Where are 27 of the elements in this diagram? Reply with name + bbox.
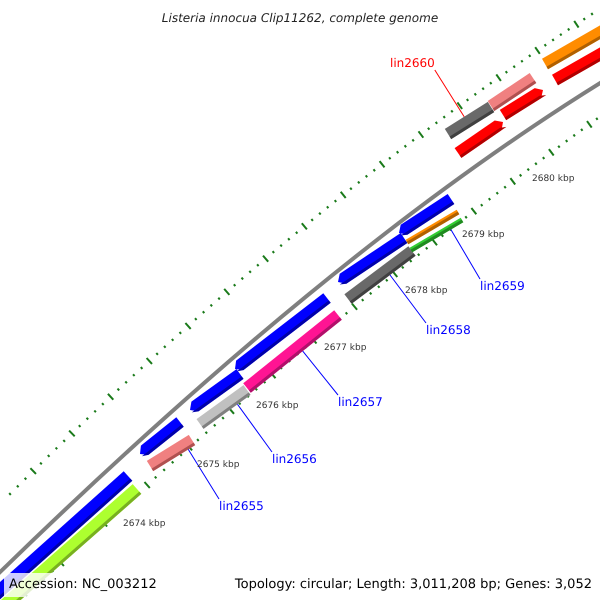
gene-bar xyxy=(196,385,250,429)
gene-label: lin2656 xyxy=(272,452,317,466)
gene-label: lin2655 xyxy=(219,499,264,513)
gene-label: lin2658 xyxy=(426,323,471,337)
leader-line xyxy=(434,70,465,118)
leader-line xyxy=(390,274,426,324)
gene-label: lin2660 xyxy=(390,56,435,70)
leader-line xyxy=(236,404,272,452)
gene-label: lin2657 xyxy=(338,395,383,409)
leader-line xyxy=(188,448,220,500)
gene-bar xyxy=(552,46,600,86)
position-label: 2675 kbp xyxy=(197,460,240,471)
pointed-gene-bar xyxy=(454,120,506,158)
leader-line xyxy=(302,350,338,396)
position-label: 2677 kbp xyxy=(324,343,366,354)
position-label: 2679 kbp xyxy=(462,230,504,241)
gene-bar xyxy=(410,218,464,252)
leader-line xyxy=(450,228,480,280)
gene-bar xyxy=(146,434,196,472)
position-label: 2680 kbp xyxy=(532,174,574,185)
position-label: 2676 kbp xyxy=(256,401,298,412)
position-label: 2674 kbp xyxy=(123,519,166,530)
position-label: 2678 kbp xyxy=(405,286,448,297)
map-title: Listeria innocua Clip11262, complete genome xyxy=(162,10,438,27)
pointed-gene-bar xyxy=(500,88,546,120)
genome-info-text: Topology: circular; Length: 3,011,208 bp; Genes: 3,052 xyxy=(234,576,592,594)
gene-label: lin2659 xyxy=(480,279,525,293)
